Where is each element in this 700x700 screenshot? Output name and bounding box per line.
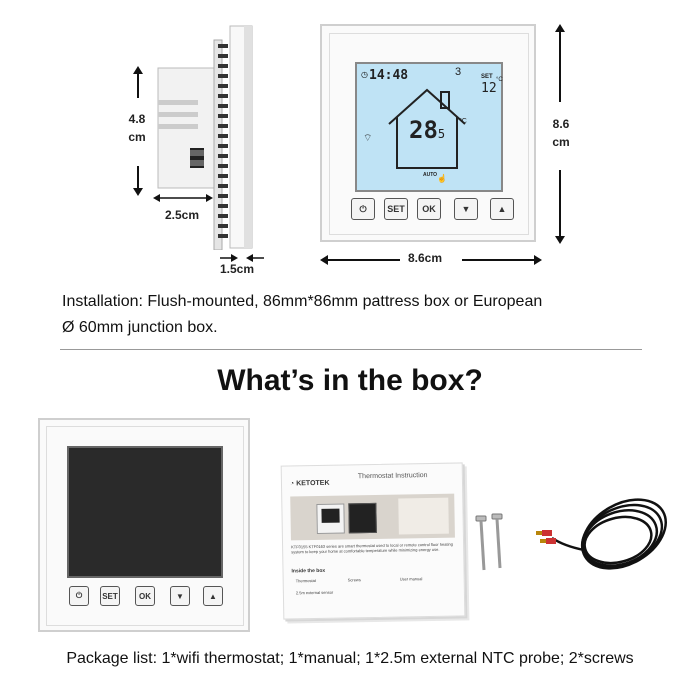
front-inner-frame	[329, 33, 529, 235]
height-arrow-front	[554, 24, 566, 244]
divider	[60, 349, 642, 350]
manual-brand-text: KETOTEK	[296, 479, 330, 488]
manual-title: Thermostat Instruction	[357, 472, 428, 481]
lcd-room-temp: 285	[409, 116, 445, 144]
height-side-value: 4.8	[128, 112, 146, 126]
down-button[interactable]: ▼	[454, 198, 478, 220]
screws	[475, 513, 503, 571]
depth-arrow	[153, 190, 213, 202]
box-lcd-screen	[67, 446, 223, 578]
ok-button[interactable]: OK	[417, 198, 441, 220]
lcd-day: 3	[455, 66, 462, 78]
manual-photo	[290, 493, 455, 541]
plate-arrow	[218, 250, 266, 262]
box-thermostat-inner-frame	[46, 426, 244, 626]
up-button[interactable]: ▲	[490, 198, 514, 220]
screw-1	[475, 515, 487, 571]
height-front-label: 8.6 cm	[546, 115, 576, 151]
manual-photo-screen-1	[321, 508, 340, 523]
lcd-screen: ◷ 14:48 3 SET 12 °C 285 °C ⌔ AUTO ☝	[355, 62, 503, 192]
height-arrow-side	[130, 66, 146, 196]
hand-icon: ☝	[437, 174, 447, 183]
height-side-unit: cm	[128, 130, 146, 144]
box-ok-button[interactable]: OK	[135, 586, 155, 606]
clock-icon: ◷	[361, 70, 368, 79]
manual-photo-device-3	[398, 497, 449, 535]
lcd-time: 14:48	[369, 68, 409, 83]
side-view	[148, 20, 268, 251]
screw-2	[491, 513, 503, 569]
power-button[interactable]: ⏻	[351, 198, 375, 220]
set-button[interactable]: SET	[384, 198, 408, 220]
manual-intro: KTF0155 KTF0163 series are smart thermos…	[291, 541, 453, 555]
side-view-drawing	[157, 25, 253, 251]
manual-item-2: Screws	[347, 577, 361, 583]
height-front-unit: cm	[552, 135, 570, 149]
manual-item-1: Thermostat	[295, 578, 316, 584]
lcd-room-unit: °C	[459, 118, 467, 125]
manual-photo-device-1	[316, 503, 345, 534]
house-icon	[388, 88, 466, 169]
lcd-room-temp-dec: 5	[437, 127, 446, 141]
box-thermostat: ⏻ SET OK ▼ ▲	[38, 418, 250, 632]
lcd-set-unit: °C	[496, 77, 503, 83]
lcd-set-temp: 12	[481, 81, 497, 96]
lcd-auto-label: AUTO	[423, 172, 438, 178]
installation-line-2: Ø 60mm junction box.	[62, 319, 218, 336]
box-up-button[interactable]: ▲	[203, 586, 223, 606]
manual-inside: Inside the box	[291, 567, 326, 575]
lcd-set-label: SET	[481, 74, 493, 80]
box-down-button[interactable]: ▼	[170, 586, 190, 606]
manual-item-4: 2.5m external sensor	[295, 589, 334, 596]
front-view-thermostat: ◷ 14:48 3 SET 12 °C 285 °C ⌔ AUTO ☝ ⏻ SE…	[320, 24, 536, 242]
depth-label: 2.5cm	[165, 208, 200, 222]
height-side-label: 4.8 cm	[122, 110, 152, 146]
package-list: Package list: 1*wifi thermostat; 1*manua…	[66, 650, 634, 667]
width-front-label: 8.6cm	[408, 251, 443, 265]
manual-brand: ◔ KETOTEK	[290, 480, 330, 488]
manual: ◔ KETOTEK Thermostat Instruction KTF0155…	[280, 462, 466, 620]
width-arrow-front	[320, 253, 542, 265]
lcd-room-temp-int: 28	[409, 116, 438, 144]
wifi-icon: ⌔	[363, 133, 373, 144]
manual-photo-device-2	[348, 502, 377, 534]
plate-label: 1.5cm	[220, 262, 255, 276]
height-front-value: 8.6	[552, 117, 570, 131]
box-heading: What’s in the box?	[217, 364, 483, 397]
installation-line-1: Installation: Flush-mounted, 86mm*86mm p…	[62, 293, 543, 310]
manual-logo-icon: ◔	[289, 480, 295, 488]
ntc-probe-cable	[536, 498, 668, 570]
box-set-button[interactable]: SET	[100, 586, 120, 606]
manual-item-3: User manual	[399, 576, 423, 582]
box-power-button[interactable]: ⏻	[69, 586, 89, 606]
